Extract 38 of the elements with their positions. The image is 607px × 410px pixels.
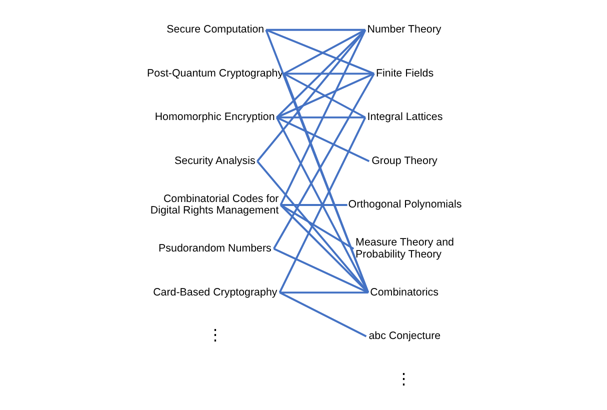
- node-text: Psudorandom Numbers: [158, 242, 271, 254]
- node-text: Number Theory: [366, 24, 441, 36]
- connector: [284, 72, 374, 75]
- node-text: Security Analysis: [174, 154, 255, 167]
- connector: [279, 292, 368, 294]
- connector: [256, 29, 366, 162]
- connector: [280, 204, 354, 250]
- node-text: Integral Lattices: [366, 111, 442, 124]
- connector: [279, 29, 366, 206]
- connector: [264, 30, 369, 293]
- node-text: Homomorphic Encryption: [154, 111, 274, 124]
- node-text: Combinatorial Codes for Digital Rights Management: [150, 192, 278, 217]
- label: ⋮: [396, 370, 412, 388]
- node-text: Combinatorics: [370, 286, 438, 298]
- node-text: Post-Quantum Cryptography: [146, 67, 283, 80]
- connector: [265, 29, 374, 75]
- connector: [256, 160, 368, 294]
- connector: [283, 29, 366, 75]
- connector: [276, 72, 374, 118]
- connector: [276, 116, 370, 162]
- node-text: Secure Computation: [166, 24, 264, 36]
- connector: [272, 248, 368, 294]
- connector: [280, 204, 347, 206]
- label: ⋮: [206, 327, 223, 344]
- connector: [279, 204, 368, 294]
- node-text: Finite Fields: [375, 67, 434, 80]
- node-text: Measure Theory and Probability Theory: [355, 236, 454, 260]
- connector: [278, 292, 366, 338]
- connector: [272, 73, 374, 250]
- connector: [283, 72, 366, 118]
- connector: [266, 28, 365, 31]
- node-text: Orthogonal Polynomials: [348, 198, 462, 211]
- node-text: abc Conjecture: [368, 330, 440, 342]
- connector: [276, 29, 366, 118]
- node-text: Group Theory: [371, 154, 437, 167]
- node-text: Card-Based Cryptography: [152, 286, 277, 298]
- connector: [276, 116, 365, 118]
- connector: [282, 73, 369, 293]
